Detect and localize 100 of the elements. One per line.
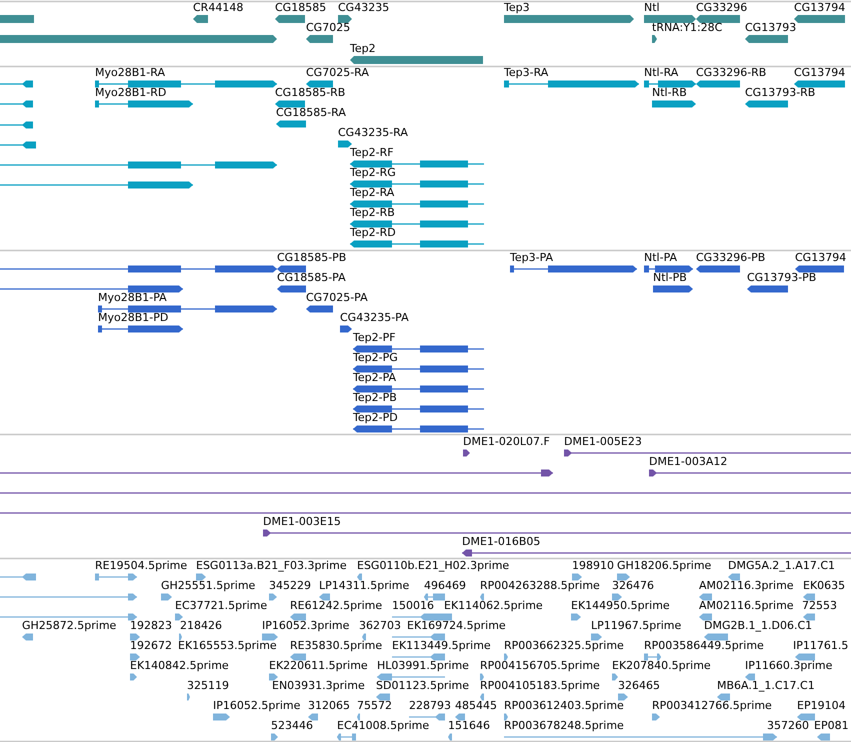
feature-label: Tep2 [350, 43, 376, 55]
feature-label: CR44148 [193, 2, 244, 14]
feature-label: RP003612403.5prime [504, 700, 624, 712]
feature-label: Myo28B1-PA [98, 292, 167, 304]
feature-label: Tep2-RG [350, 167, 396, 179]
feature-label: Tep2-PF [353, 332, 396, 344]
feature-label: 192672 [130, 640, 172, 652]
feature-label: tRNA:Y1:28C [652, 22, 722, 34]
feature-label: Ntl-PB [653, 272, 687, 284]
feature-label: Ntl-PA [644, 252, 678, 264]
feature-label: RE35830.5prime [290, 640, 382, 652]
feature-label: 326465 [618, 680, 660, 692]
feature-label: LP11967.5prime [591, 620, 682, 632]
feature-label: CG18585-RB [275, 87, 346, 99]
feature-label: Tep3-PA [510, 252, 554, 264]
feature-label: RE61242.5prime [290, 600, 382, 612]
feature-label: EN03931.3prime [272, 680, 365, 692]
feature-label: Tep3 [504, 2, 530, 14]
feature-label: AM02116.5prime [699, 600, 794, 612]
feature-label: GH25872.5prime [22, 620, 116, 632]
feature-label: CG33296-PB [696, 252, 766, 264]
feature-label: 312065 [308, 700, 350, 712]
feature-label: 192823 [130, 620, 172, 632]
feature-label: RP003586449.5prime [644, 640, 764, 652]
feature-label: 228793 [409, 700, 451, 712]
feature-label: EK113449.5prime [392, 640, 491, 652]
feature-label: EK165553.5prime [178, 640, 277, 652]
feature-label: Ntl [644, 2, 660, 14]
feature-label: CG13793-PB [747, 272, 816, 284]
feature-label: 72553 [802, 600, 837, 612]
feature-label: Tep2-PD [353, 412, 398, 424]
feature-label: Myo28B1-RA [95, 67, 165, 79]
feature-label: RP004263288.5prime [480, 580, 600, 592]
feature-label: RP004156705.5prime [480, 660, 600, 672]
feature-label: CG18585-RA [276, 107, 346, 119]
feature-label: 345229 [269, 580, 311, 592]
feature-label: IP11761.5 [793, 640, 848, 652]
feature-label: Myo28B1-PD [98, 312, 168, 324]
feature-label: IP16052.5prime [213, 700, 300, 712]
feature-label: RP003412766.5prime [652, 700, 772, 712]
feature-label: GH25551.5prime [161, 580, 256, 592]
feature-label: ESG0113a.B21_F03.3prime [196, 560, 347, 572]
feature-label: EK207840.5prime [612, 660, 711, 672]
feature-label: EK114062.5prime [444, 600, 543, 612]
feature-label: 326476 [612, 580, 654, 592]
feature-label: DMG5A.2_1.A17.C1 [728, 560, 836, 572]
feature-label: DMG2B.1_1.D06.C1 [704, 620, 812, 632]
feature-label: Tep2-PA [353, 372, 396, 384]
feature-label: AM02116.3prime [699, 580, 794, 592]
feature-label: EK140842.5prime [130, 660, 229, 672]
feature-label: Ntl-RA [644, 67, 678, 79]
feature-label: CG7025-RA [306, 67, 369, 79]
feature-label: IP16052.3prime [262, 620, 350, 632]
feature-label: 523446 [271, 720, 313, 732]
feature-label: 485445 [455, 700, 497, 712]
feature-label: Tep2-RD [350, 227, 396, 239]
feature-label: 362703 [359, 620, 401, 632]
feature-label: EK220611.5prime [269, 660, 368, 672]
feature-label: RP003662325.5prime [504, 640, 624, 652]
feature-label: EC37721.5prime [175, 600, 268, 612]
feature-label: GH18206.5prime [617, 560, 712, 572]
feature-label: 75572 [357, 700, 392, 712]
feature-label: EP19104 [797, 700, 846, 712]
feature-label: CG43235-PA [340, 312, 409, 324]
feature-label: LP14311.5prime [319, 580, 410, 592]
feature-label: EK144950.5prime [571, 600, 670, 612]
feature-label: EK0635 [803, 580, 846, 592]
feature-label: DME1-020L07.F [463, 436, 550, 448]
feature-label: Tep2-RB [350, 207, 395, 219]
feature-label: 218426 [180, 620, 222, 632]
feature-label: CG7025-PA [306, 292, 368, 304]
feature-label: RP003678248.5prime [504, 720, 624, 732]
feature-label: IP11660.3prime [745, 660, 832, 672]
feature-label: Ntl-RB [652, 87, 687, 99]
feature-label: CG7025 [306, 22, 350, 34]
feature-label: RE19504.5prime [95, 560, 188, 572]
feature-label: CG13794 [795, 252, 846, 264]
feature-label: RP004105183.5prime [480, 680, 600, 692]
feature-label: CG33296 [696, 2, 748, 14]
feature-label: EK169724.5prime [407, 620, 506, 632]
feature-label: CG43235-RA [338, 127, 408, 139]
feature-label: 151646 [448, 720, 490, 732]
feature-label: DME1-003A12 [649, 456, 728, 468]
feature-label: MB6A.1_1.C17.C1 [717, 680, 815, 692]
feature-label: SD01123.5prime [376, 680, 469, 692]
feature-label: CG18585-PA [277, 272, 346, 284]
feature-label: CG33296-RB [696, 67, 766, 79]
feature-label: CG13793 [745, 22, 796, 34]
feature-label: DME1-003E15 [263, 516, 341, 528]
feature-label: CG13794 [794, 2, 846, 14]
feature-label: CG13793-RB [745, 87, 816, 99]
feature-label: 496469 [424, 580, 466, 592]
feature-label: 357260 [767, 720, 809, 732]
feature-label: 198910 [572, 560, 614, 572]
feature-label: CG18585-PB [277, 252, 346, 264]
feature-label: CG18585 [275, 2, 326, 14]
feature-label: DME1-005E23 [564, 436, 642, 448]
feature-label: 150016 [392, 600, 434, 612]
feature-label: 325119 [187, 680, 229, 692]
feature-label: Myo28B1-RD [95, 87, 166, 99]
